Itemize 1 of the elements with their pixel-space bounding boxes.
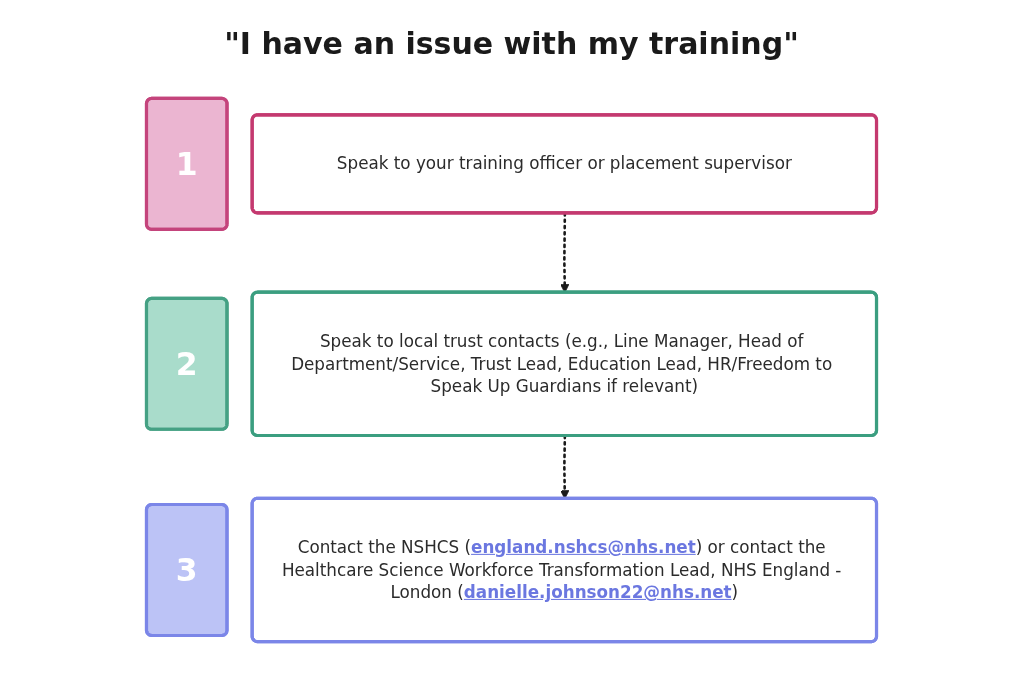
title: "I have an issue with my training"	[223, 26, 800, 61]
